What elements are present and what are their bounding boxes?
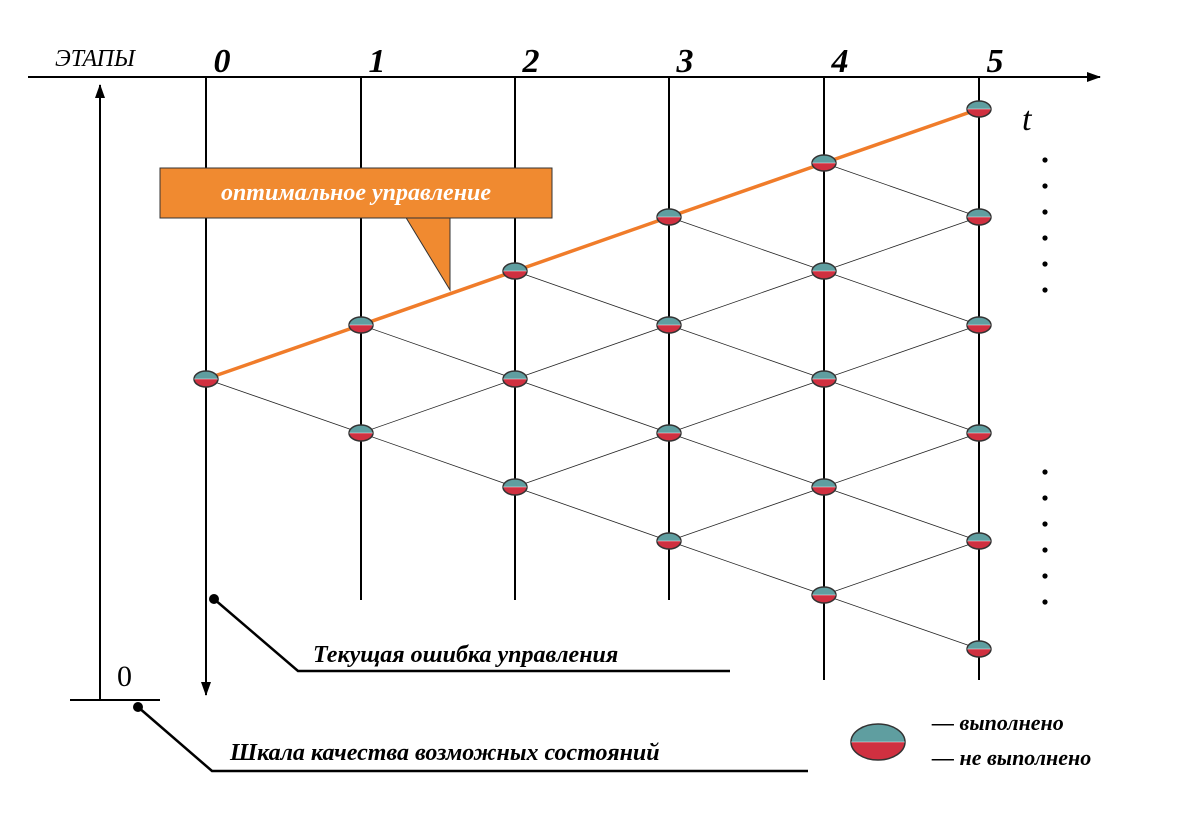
state-node-s4_4	[811, 154, 837, 172]
ellipsis-dot	[1042, 183, 1048, 189]
error-leader-line	[213, 598, 730, 673]
state-node-s1_1	[348, 316, 374, 334]
state-node-s5_m5	[966, 640, 992, 658]
ellipsis-dot	[1042, 469, 1048, 475]
legend-node-icon	[850, 723, 906, 761]
tree-edge	[823, 324, 980, 380]
ellipsis-dot	[1042, 157, 1048, 163]
tree-edge	[514, 378, 670, 434]
tree-edge	[514, 324, 670, 380]
state-node-s3_m1	[656, 424, 682, 442]
ellipsis-dot	[1042, 495, 1048, 501]
tree-edge	[668, 486, 825, 542]
current-error-annotation: Текущая ошибка управления	[209, 594, 730, 673]
state-node-s2_m2	[502, 478, 528, 496]
tree-edge	[668, 270, 825, 326]
tree-edge	[360, 432, 516, 488]
state-node-s5_3	[966, 208, 992, 226]
callout-box	[159, 167, 553, 219]
ellipsis-dot	[1042, 573, 1048, 579]
stage-number-3: 3	[676, 43, 694, 80]
state-node-s5_m1	[966, 424, 992, 442]
stage-number-1: 1	[369, 43, 386, 80]
state-node-s4_0	[811, 370, 837, 388]
tree-edge	[514, 486, 670, 542]
tree-edge	[205, 378, 362, 434]
stage-number-4: 4	[831, 43, 849, 80]
ellipsis-dot	[1042, 235, 1048, 241]
callout-pointer	[404, 215, 451, 292]
tree-edge	[514, 432, 670, 488]
tree-edge	[823, 378, 980, 434]
ellipsis-dot	[1042, 287, 1048, 293]
state-node-s0_0	[193, 370, 219, 388]
quality-leader-line	[137, 706, 808, 773]
state-node-s3_m3	[656, 532, 682, 550]
tree-edge	[823, 540, 980, 596]
state-node-s2_2	[502, 262, 528, 280]
legend-done-text: — выполнено	[931, 710, 1064, 735]
state-node-s5_1	[966, 316, 992, 334]
state-node-s4_2	[811, 262, 837, 280]
tree-edge	[360, 378, 516, 434]
tree-edge	[823, 162, 980, 218]
time-label: t	[1022, 101, 1033, 138]
tree-edge	[668, 216, 825, 272]
ellipsis-dot	[1042, 599, 1048, 605]
tree-edge	[668, 324, 825, 380]
tree-edge	[514, 270, 670, 326]
state-node-s2_0	[502, 370, 528, 388]
legend-node	[850, 723, 906, 761]
tree-edge	[823, 486, 980, 542]
tree-edge	[668, 378, 825, 434]
ellipsis-dot	[1042, 547, 1048, 553]
callout-text: оптимальное управление	[221, 180, 491, 206]
legend-not-done-text: — не выполнено	[931, 745, 1091, 770]
state-node-s1_m1	[348, 424, 374, 442]
tree-edge	[823, 270, 980, 326]
stages-label: ЭТАПЫ	[55, 46, 137, 72]
state-node-s4_m2	[811, 478, 837, 496]
quality-scale-zero: 0	[117, 660, 132, 693]
stage-number-0: 0	[214, 43, 231, 80]
state-node-s4_m4	[811, 586, 837, 604]
ellipsis-dot	[1042, 521, 1048, 527]
tree-edge	[360, 324, 516, 380]
tree-edge	[668, 540, 825, 596]
quality-scale-annotation: Шкала качества возможных состояний	[133, 702, 808, 773]
tree-edge	[668, 432, 825, 488]
stage-number-5: 5	[987, 43, 1004, 80]
current-error-text: Текущая ошибка управления	[313, 642, 618, 668]
state-node-s5_m3	[966, 532, 992, 550]
ellipsis-dot	[1042, 209, 1048, 215]
ellipsis-dot	[1042, 261, 1048, 267]
optimal-control-callout: оптимальное управление	[159, 167, 553, 292]
state-node-s5_5	[966, 100, 992, 118]
state-node-s3_1	[656, 316, 682, 334]
legend: — выполнено — не выполнено	[850, 710, 1091, 770]
stage-number-2: 2	[522, 43, 540, 80]
tree-edge	[823, 594, 980, 650]
optimal-path-line	[205, 107, 980, 381]
state-node-s3_3	[656, 208, 682, 226]
tree-edge	[823, 432, 980, 488]
tree-edge	[823, 216, 980, 272]
quality-scale-text: Шкала качества возможных состояний	[229, 740, 660, 766]
